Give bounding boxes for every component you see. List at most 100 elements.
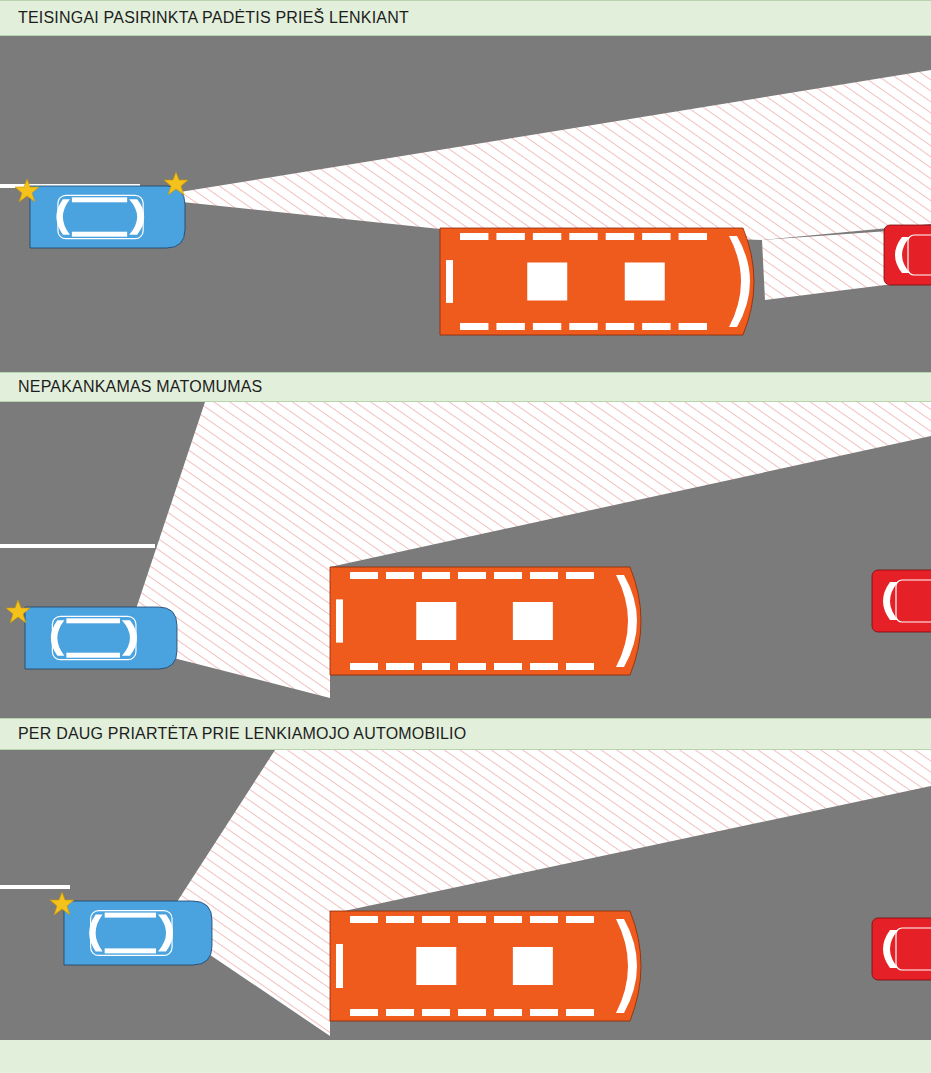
bus-window xyxy=(422,663,450,670)
road xyxy=(0,750,931,1040)
bus-window xyxy=(566,663,594,670)
rear-window xyxy=(89,915,103,952)
star-mark xyxy=(50,892,74,915)
rear-window xyxy=(51,620,65,655)
view-cone xyxy=(175,750,931,1036)
car-cabin xyxy=(91,911,172,956)
bus-window xyxy=(460,323,488,330)
car-cabin xyxy=(908,235,931,275)
car-body xyxy=(872,918,931,980)
windshield xyxy=(616,575,637,667)
bus-window xyxy=(422,572,450,579)
rear-window xyxy=(336,944,343,988)
bus-window xyxy=(569,323,597,330)
car xyxy=(884,225,931,285)
road xyxy=(0,36,931,372)
vehicles xyxy=(25,186,931,1021)
bus-window xyxy=(566,916,594,923)
bus-window xyxy=(606,233,634,240)
panel-heading: PER DAUG PRIARTĖTA PRIE LENKIAMOJO AUTOM… xyxy=(0,725,466,743)
roof-hatch xyxy=(527,263,567,301)
bus-window xyxy=(458,1009,486,1016)
windshield xyxy=(122,620,137,655)
road xyxy=(0,402,931,718)
car xyxy=(872,570,931,632)
car-body xyxy=(64,901,212,965)
side-window xyxy=(105,948,156,953)
bus-window xyxy=(458,572,486,579)
bus-window xyxy=(386,916,414,923)
bus-window xyxy=(679,323,707,330)
bus-window xyxy=(458,916,486,923)
bus-window xyxy=(460,233,488,240)
bus-window xyxy=(494,916,522,923)
header-band: PER DAUG PRIARTĖTA PRIE LENKIAMOJO AUTOM… xyxy=(0,718,931,750)
bus-window xyxy=(530,916,558,923)
bus-window xyxy=(496,233,524,240)
bus xyxy=(330,911,641,1021)
bus-window xyxy=(566,572,594,579)
bus-window xyxy=(350,572,378,579)
side-window xyxy=(66,653,120,658)
car-body xyxy=(30,186,185,248)
bus-window xyxy=(569,233,597,240)
bus-window xyxy=(422,1009,450,1016)
bus-window xyxy=(494,572,522,579)
bus-window xyxy=(679,233,707,240)
lane-line xyxy=(0,885,70,889)
bus-window xyxy=(386,572,414,579)
header-band: TEISINGAI PASIRINKTA PADĖTIS PRIEŠ LENKI… xyxy=(0,0,931,36)
bus xyxy=(440,228,754,335)
bus-window xyxy=(642,233,670,240)
car xyxy=(872,918,931,980)
bus-window xyxy=(350,916,378,923)
bus-window xyxy=(458,663,486,670)
car-cabin xyxy=(896,928,931,970)
bus-body xyxy=(330,567,641,675)
bus-window xyxy=(386,1009,414,1016)
car xyxy=(30,186,185,248)
bus-body xyxy=(440,228,754,335)
rear-window xyxy=(56,199,70,234)
car-body xyxy=(25,607,177,669)
panel-heading: TEISINGAI PASIRINKTA PADĖTIS PRIEŠ LENKI… xyxy=(0,9,409,27)
roof-hatch xyxy=(625,263,665,301)
side-window xyxy=(66,618,120,623)
star-marks xyxy=(6,172,188,915)
bus xyxy=(330,567,641,675)
car-body xyxy=(872,570,931,632)
bus-window xyxy=(386,663,414,670)
view-cone xyxy=(135,402,931,698)
windshield xyxy=(616,919,637,1013)
car xyxy=(25,607,177,669)
rear-window xyxy=(336,599,343,642)
bus-window xyxy=(530,572,558,579)
bus-window xyxy=(350,663,378,670)
windshield xyxy=(729,236,750,327)
roof-hatch xyxy=(513,602,553,640)
bus-window xyxy=(494,1009,522,1016)
rear-window xyxy=(446,260,453,303)
car-cabin xyxy=(896,580,931,622)
lane-line xyxy=(0,544,155,548)
bus-window xyxy=(533,323,561,330)
star-mark xyxy=(15,179,39,202)
car-cabin xyxy=(58,195,143,238)
star-mark xyxy=(6,600,30,623)
header-band: NEPAKANKAMAS MATOMUMAS xyxy=(0,372,931,402)
bus-window xyxy=(496,323,524,330)
side-window xyxy=(72,197,127,202)
bus-window xyxy=(566,1009,594,1016)
star-mark xyxy=(164,172,188,195)
windshield xyxy=(158,915,173,952)
bus-window xyxy=(533,233,561,240)
side-window xyxy=(72,232,127,237)
bus-window xyxy=(606,323,634,330)
windshield xyxy=(129,199,144,234)
bus-window xyxy=(530,663,558,670)
roof-hatch xyxy=(416,947,456,985)
bus-window xyxy=(350,1009,378,1016)
